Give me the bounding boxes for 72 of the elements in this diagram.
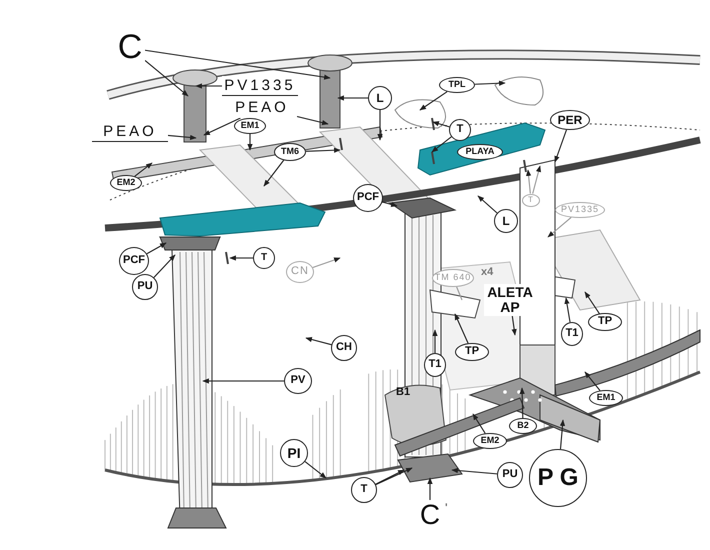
quantity-note: ' xyxy=(445,502,448,514)
leader-line xyxy=(560,419,566,450)
leader-line xyxy=(431,136,452,152)
leader-line xyxy=(382,201,398,207)
callout-bubble: EM1 xyxy=(234,118,266,134)
callout-bubble: PCF xyxy=(119,247,149,275)
leader-line xyxy=(432,121,450,128)
callout-bubble: EM1 xyxy=(589,390,623,406)
leader-line xyxy=(168,134,197,140)
leader-line xyxy=(520,387,525,418)
leader-line xyxy=(153,254,176,278)
leader-line xyxy=(526,169,532,194)
leader-line xyxy=(548,217,572,238)
leader-line xyxy=(564,297,571,322)
callout-bubble: EM2 xyxy=(473,433,507,449)
leader-line xyxy=(305,336,332,346)
leader-line xyxy=(456,286,462,300)
part-label: B1 xyxy=(396,386,410,398)
callout-bubble: PV1335 xyxy=(555,202,605,218)
callout-bubble: T1 xyxy=(561,322,583,346)
leader-line xyxy=(584,371,600,391)
leader-line xyxy=(454,313,469,344)
callout-bubble: T xyxy=(351,477,377,503)
callout-bubble: TM6 xyxy=(274,143,306,161)
quantity-note: x4 xyxy=(481,266,494,278)
leader-line xyxy=(229,255,253,261)
callout-bubble: L xyxy=(368,86,392,110)
leader-line xyxy=(376,468,413,486)
leader-line xyxy=(264,160,284,187)
leader-line xyxy=(472,413,486,434)
leader-line xyxy=(144,60,188,96)
leader-line xyxy=(451,468,498,474)
leader-line xyxy=(247,134,253,151)
leader-line xyxy=(195,83,222,89)
leader-line xyxy=(554,130,567,163)
leader-line xyxy=(306,148,341,153)
leader-line xyxy=(427,477,433,500)
leader-line xyxy=(512,316,517,336)
callout-bubble: PV xyxy=(284,368,312,394)
leader-line xyxy=(584,291,600,314)
leader-line xyxy=(532,165,542,194)
leader-line xyxy=(432,329,438,353)
leader-line xyxy=(474,80,506,86)
leader-line xyxy=(144,50,331,80)
leader-line xyxy=(134,162,153,177)
part-label: PV1335 xyxy=(222,76,298,96)
callout-bubble: CH xyxy=(331,335,357,361)
callout-bubble: TPL xyxy=(439,77,475,93)
callout-bubble: PU xyxy=(497,462,523,488)
callout-bubble: PCF xyxy=(353,184,383,212)
callout-bubble: TP xyxy=(588,313,622,331)
callout-bubble: PI xyxy=(280,439,308,467)
callout-bubble: B2 xyxy=(509,418,537,434)
leader-line xyxy=(296,116,329,126)
leader-line xyxy=(312,257,341,268)
callout-bubble: L xyxy=(494,209,518,233)
leader-line xyxy=(337,95,368,101)
callout-bubble: T xyxy=(449,119,471,141)
callout-bubble: PER xyxy=(550,110,590,130)
leader-line xyxy=(377,110,383,141)
leader-line xyxy=(375,470,405,485)
callout-bubble: PU xyxy=(132,274,158,300)
leader-line xyxy=(146,242,167,254)
leader-line xyxy=(202,378,284,384)
leader-line xyxy=(478,196,498,214)
leader-line xyxy=(419,91,448,110)
leader-line xyxy=(304,461,327,478)
callout-bubble: CN xyxy=(286,261,314,283)
callout-bubble: T xyxy=(253,247,275,269)
leader-line xyxy=(203,118,241,136)
callout-bubble: EM2 xyxy=(110,175,142,191)
callout-bubble: P G xyxy=(529,449,587,507)
